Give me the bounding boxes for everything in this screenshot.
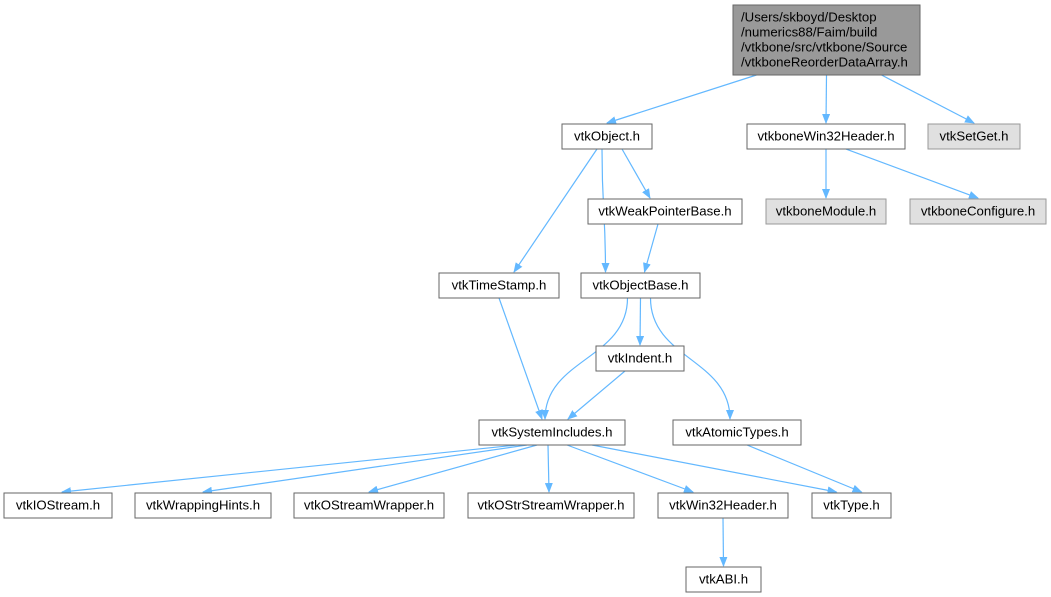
- node-box-vtkSystemIncludes: [478, 419, 626, 446]
- node-vtkWin32Header[interactable]: vtkWin32Header.h: [657, 492, 789, 519]
- edge-vtkObjectBase-to-vtkIndent: [636, 297, 645, 346]
- edge-root-to-vtkObject: [606, 74, 757, 125]
- node-box-root: [732, 4, 921, 76]
- node-label-root-line-3: /vtkboneReorderDataArray.h: [741, 55, 908, 70]
- node-label-vtkABI: vtkABI.h: [699, 572, 748, 587]
- node-vtkWeakPointerBase[interactable]: vtkWeakPointerBase.h: [587, 198, 743, 225]
- node-label-vtkWin32Header: vtkWin32Header.h: [669, 498, 777, 513]
- node-label-vtkboneConfigure: vtkboneConfigure.h: [921, 204, 1035, 219]
- node-label-root-line-0: /Users/skboyd/Desktop: [741, 10, 877, 25]
- node-label-vtkAtomicTypes: vtkAtomicTypes.h: [685, 425, 788, 440]
- edge-vtkObjectBase-to-vtkSystemIncludes: [541, 297, 629, 420]
- edge-vtkSystemIncludes-to-vtkOStreamWrapper: [368, 444, 538, 494]
- edge-vtkWin32Header-to-vtkABI: [719, 517, 728, 567]
- node-label-vtkboneModule: vtkboneModule.h: [776, 204, 876, 219]
- node-vtkIOStream[interactable]: vtkIOStream.h: [3, 492, 113, 519]
- edges-layer: [61, 74, 979, 567]
- nodes-layer: /Users/skboyd/Desktop/numerics88/Faim/bu…: [3, 4, 1047, 593]
- node-vtkIndent[interactable]: vtkIndent.h: [595, 345, 685, 372]
- node-label-vtkTimeStamp: vtkTimeStamp.h: [452, 278, 547, 293]
- node-vtkObject[interactable]: vtkObject.h: [561, 123, 653, 150]
- node-box-vtkObject: [561, 123, 653, 150]
- edge-vtkObject-to-vtkTimeStamp: [513, 148, 598, 273]
- node-box-vtkSetGet: [927, 123, 1021, 150]
- node-label-vtkboneWin32Header: vtkboneWin32Header.h: [757, 129, 894, 144]
- node-label-vtkOStrStreamWrapper: vtkOStrStreamWrapper.h: [477, 498, 624, 513]
- node-root[interactable]: /Users/skboyd/Desktop/numerics88/Faim/bu…: [732, 4, 921, 76]
- node-box-vtkType: [811, 492, 892, 519]
- node-vtkSystemIncludes[interactable]: vtkSystemIncludes.h: [478, 419, 626, 446]
- edge-vtkSystemIncludes-to-vtkWin32Header: [566, 444, 694, 493]
- node-vtkboneWin32Header[interactable]: vtkboneWin32Header.h: [746, 123, 906, 150]
- node-vtkSetGet: vtkSetGet.h: [927, 123, 1021, 150]
- node-label-vtkIOStream: vtkIOStream.h: [16, 498, 100, 513]
- node-vtkWrappingHints[interactable]: vtkWrappingHints.h: [134, 492, 272, 519]
- node-vtkObjectBase[interactable]: vtkObjectBase.h: [580, 272, 701, 299]
- node-box-vtkOStreamWrapper: [293, 492, 445, 519]
- node-label-root-line-1: /numerics88/Faim/build: [741, 25, 877, 40]
- node-box-vtkIOStream: [3, 492, 113, 519]
- node-vtkAtomicTypes[interactable]: vtkAtomicTypes.h: [672, 419, 802, 446]
- node-label-vtkOStreamWrapper: vtkOStreamWrapper.h: [304, 498, 434, 513]
- edge-vtkSystemIncludes-to-vtkWrappingHints: [202, 444, 528, 495]
- node-vtkType[interactable]: vtkType.h: [811, 492, 892, 519]
- edge-vtkSystemIncludes-to-vtkIOStream: [61, 444, 518, 496]
- node-box-vtkboneWin32Header: [746, 123, 906, 150]
- edge-vtkSystemIncludes-to-vtkOStrStreamWrapper: [544, 444, 553, 493]
- edge-vtkObjectBase-to-vtkAtomicTypes: [649, 297, 734, 420]
- node-label-vtkSetGet: vtkSetGet.h: [940, 129, 1009, 144]
- node-label-vtkType: vtkType.h: [823, 498, 879, 513]
- node-vtkABI[interactable]: vtkABI.h: [685, 566, 762, 593]
- edge-vtkIndent-to-vtkSystemIncludes: [567, 370, 626, 420]
- edge-vtkWeakPointerBase-to-vtkObjectBase: [643, 223, 659, 273]
- node-box-vtkABI: [685, 566, 762, 593]
- node-box-vtkTimeStamp: [438, 272, 560, 299]
- node-label-vtkIndent: vtkIndent.h: [608, 351, 673, 366]
- node-box-vtkWeakPointerBase: [587, 198, 743, 225]
- edge-vtkTimeStamp-to-vtkSystemIncludes: [498, 297, 543, 420]
- node-box-vtkWin32Header: [657, 492, 789, 519]
- node-label-root-line-2: /vtkbone/src/vtkbone/Source: [741, 40, 907, 55]
- node-label-vtkObjectBase: vtkObjectBase.h: [592, 278, 688, 293]
- edge-vtkObject-to-vtkWeakPointerBase: [621, 148, 651, 199]
- node-label-vtkWrappingHints: vtkWrappingHints.h: [146, 498, 260, 513]
- edge-root-to-vtkboneWin32Header: [822, 74, 831, 124]
- node-vtkOStrStreamWrapper[interactable]: vtkOStrStreamWrapper.h: [467, 492, 635, 519]
- node-box-vtkWrappingHints: [134, 492, 272, 519]
- node-box-vtkboneModule: [765, 198, 887, 225]
- node-box-vtkOStrStreamWrapper: [467, 492, 635, 519]
- node-box-vtkAtomicTypes: [672, 419, 802, 446]
- node-label-vtkObject: vtkObject.h: [574, 129, 640, 144]
- node-vtkboneModule: vtkboneModule.h: [765, 198, 887, 225]
- edge-root-to-vtkSetGet: [881, 74, 975, 124]
- node-vtkboneConfigure: vtkboneConfigure.h: [909, 198, 1047, 225]
- node-label-vtkSystemIncludes: vtkSystemIncludes.h: [492, 425, 613, 440]
- node-label-vtkWeakPointerBase: vtkWeakPointerBase.h: [598, 204, 731, 219]
- edge-vtkboneWin32Header-to-vtkboneConfigure: [845, 148, 979, 199]
- node-box-vtkObjectBase: [580, 272, 701, 299]
- node-box-vtkboneConfigure: [909, 198, 1047, 225]
- edge-vtkSystemIncludes-to-vtkType: [591, 444, 838, 495]
- edge-vtkAtomicTypes-to-vtkType: [746, 444, 863, 493]
- node-box-vtkIndent: [595, 345, 685, 372]
- node-vtkOStreamWrapper[interactable]: vtkOStreamWrapper.h: [293, 492, 445, 519]
- node-vtkTimeStamp[interactable]: vtkTimeStamp.h: [438, 272, 560, 299]
